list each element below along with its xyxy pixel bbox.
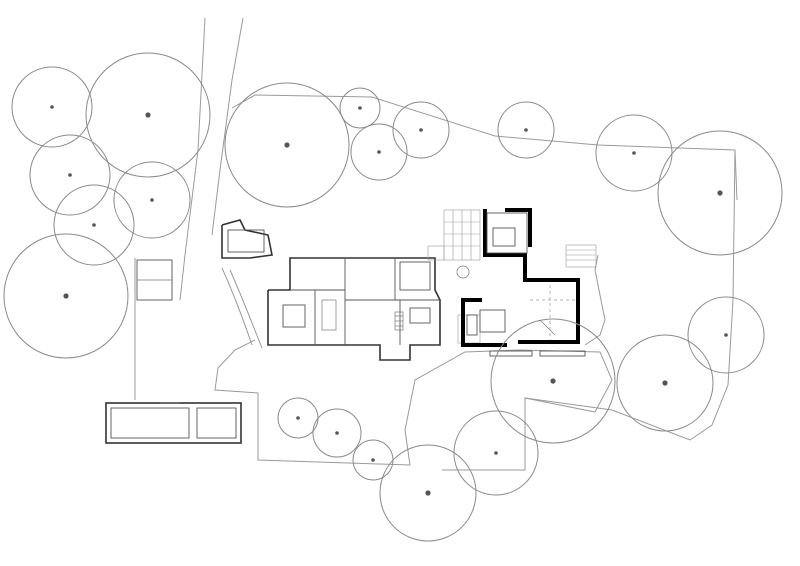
terrace-steps [427,245,445,261]
bench-east [539,350,586,357]
planter-circle [456,265,470,279]
tree-canopy [339,87,381,129]
bench-west [489,350,533,357]
garden-edge-east [584,254,606,346]
lawn-outline [404,349,613,471]
tree-trunk [150,198,154,202]
tree-trunk [50,105,54,109]
tree-canopy [453,410,539,496]
east-steps [565,244,597,268]
tree-trunk [358,106,362,110]
tree-canopy [11,66,93,148]
tree-canopy [53,184,135,266]
tree-canopy [657,130,783,256]
tree-trunk [377,150,381,154]
tree-canopy [392,101,450,159]
door-swing-line [539,319,556,336]
tree-trunk [425,490,431,496]
terrace-paving [427,209,597,344]
tree-canopy [687,296,765,374]
tree-trunk [494,451,498,455]
new-shower [466,314,478,336]
tree-canopy [379,444,477,542]
tree-trunk [717,190,723,196]
tree-trunk [145,112,151,118]
tree-canopy [85,52,211,178]
curved-drive-line [221,267,253,346]
bed-existing-2 [409,307,431,324]
tree-trunk [632,151,636,155]
tree-canopy [3,233,129,359]
boundary-line-west-path-2 [211,17,244,236]
tree-canopy [616,334,714,432]
outbuilding-carport [136,259,173,301]
boundary-line-east [524,149,736,441]
new-bed [492,227,516,247]
tree-canopy [113,161,191,239]
tree-canopy [490,318,616,444]
curved-drive-line-2 [229,269,263,349]
tree-trunk [296,416,300,420]
existing-house [221,219,441,361]
tree-canopy [497,101,555,159]
new-bedroom-room [486,212,528,254]
tree-trunk [724,333,728,337]
new-wall-north [483,209,580,344]
new-extension [456,208,586,357]
tree-trunk [419,128,423,132]
tree-trunk [335,431,339,435]
tree-trunk [550,378,556,384]
tree-trunk [524,128,528,132]
boundary-line-north [231,94,738,201]
kitchen-unit [321,299,337,331]
tree-canopy [224,82,350,208]
tree-trunk [371,458,375,462]
tree-trunk [92,223,96,227]
garage-outer-wall [105,402,242,444]
house-outer-wall [267,257,441,361]
porch-wing-wall [221,219,273,259]
tree-canopy [29,134,111,216]
garage-inner-wall [110,407,190,439]
driveway-outline [214,339,411,466]
new-wall-link [461,298,507,347]
tree-canopy [350,123,408,181]
bathroom-existing [399,261,431,291]
porch-inner-room [227,229,265,253]
tree-trunk [63,293,69,299]
tree-canopy [312,408,362,458]
new-ensuite-bed [479,309,506,333]
trees-layer [3,52,783,542]
tree-trunk [68,173,72,177]
boundary-line-west-path [179,17,206,301]
outbuilding-garage [105,402,242,444]
tree-trunk [284,142,290,148]
bed-existing [282,304,306,328]
tree-trunk [662,380,668,386]
new-wall-bedroom [505,208,532,247]
garage-store-wall [196,407,237,439]
